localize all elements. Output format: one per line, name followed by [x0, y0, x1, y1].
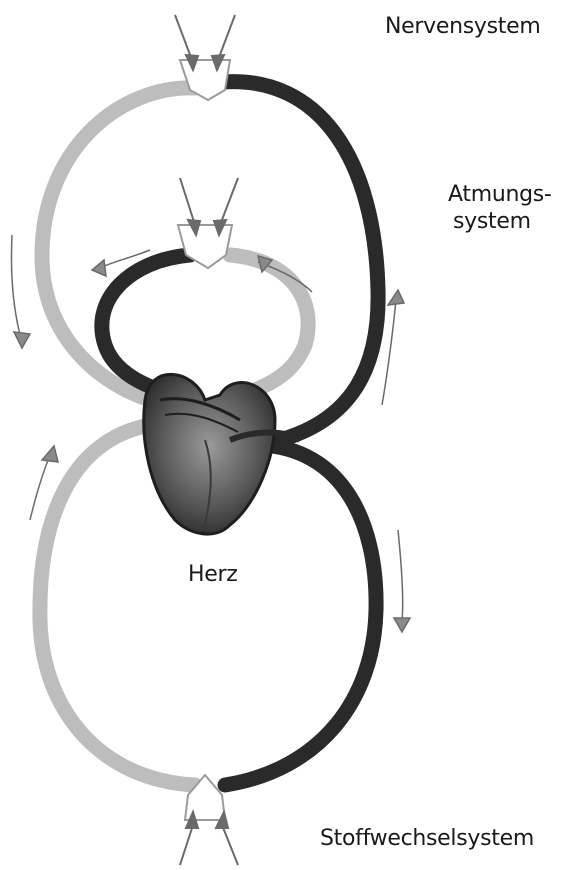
breathing-loop-light-arc: [230, 255, 308, 390]
label-nervensystem: Nervensystem: [385, 14, 540, 40]
label-atmungssystem-line1: Atmungs-: [448, 182, 552, 208]
label-herz: Herz: [188, 562, 237, 588]
nerve-loop-light-arc: [42, 88, 195, 400]
label-stoffwechselsystem: Stoffwechselsystem: [320, 826, 534, 852]
label-atmungssystem-line2: system: [453, 209, 531, 235]
